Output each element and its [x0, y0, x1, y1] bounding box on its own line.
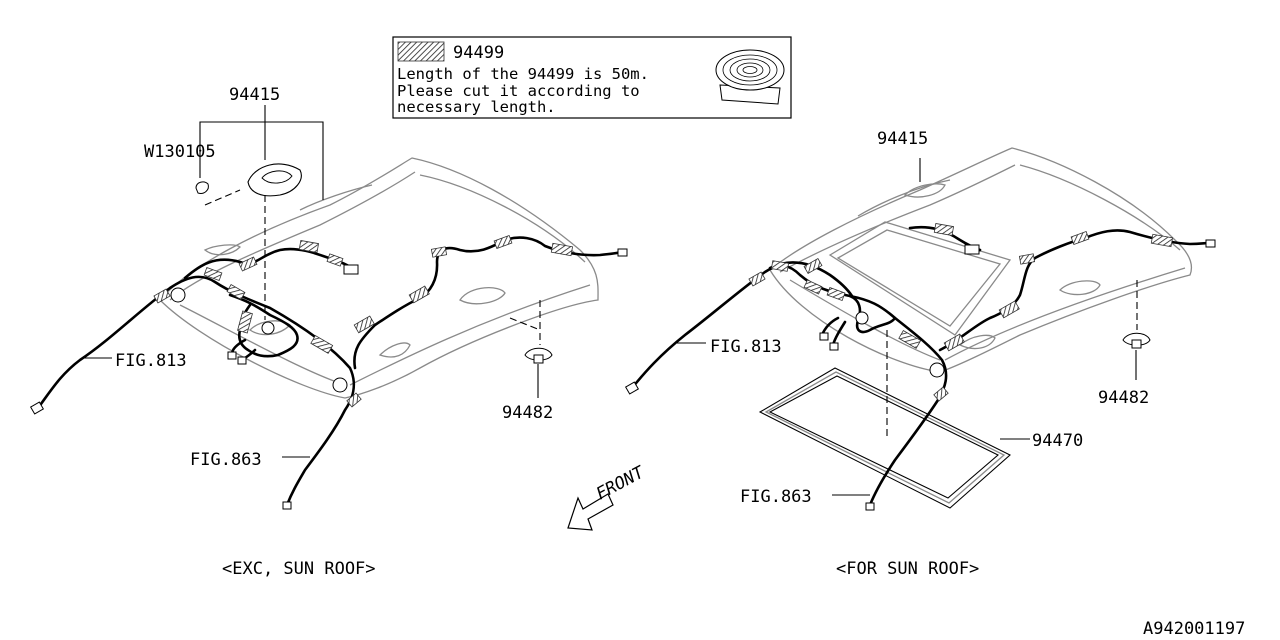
left-roof-assembly [29, 105, 628, 510]
right-94482-label: 94482 [1098, 388, 1149, 408]
right-fig863-label: FIG.863 [740, 487, 812, 507]
tape-roll-icon [715, 49, 785, 105]
sunroof-opening [828, 221, 1012, 336]
left-94482-label: 94482 [502, 403, 553, 423]
left-tape-pieces [153, 234, 574, 408]
left-94482-clip [524, 347, 553, 361]
tape-note-line-3: necessary length. [397, 98, 556, 116]
tape-note-line-1: Length of the 94499 is 50m. [397, 65, 649, 83]
tape-swatch-icon [397, 41, 445, 62]
left-94415-bracket [247, 163, 302, 197]
w130105-label: W130105 [144, 142, 216, 162]
left-roof-outline [159, 157, 599, 399]
diagram-id: A942001197 [1143, 619, 1245, 639]
right-94415-label: 94415 [877, 129, 928, 149]
right-tape-pieces [748, 223, 1174, 402]
tape-part-number: 94499 [453, 43, 504, 63]
p94470-label: 94470 [1032, 431, 1083, 451]
right-fig813-label: FIG.813 [710, 337, 782, 357]
left-fig813-label: FIG.813 [115, 351, 187, 371]
right-roof-assembly [624, 147, 1216, 511]
right-94482-clip [1122, 332, 1151, 346]
left-94415-label: 94415 [229, 85, 280, 105]
left-caption: <EXC, SUN ROOF> [222, 559, 376, 579]
tape-note-box: 94499 Length of the 94499 is 50m. Please… [392, 36, 792, 119]
tape-note-line-2: Please cut it according to [397, 82, 640, 100]
front-arrow-label: FRONT [593, 462, 649, 505]
left-main-harness [36, 275, 356, 507]
right-caption: <FOR SUN ROOF> [836, 559, 979, 579]
left-fig863-label: FIG.863 [190, 450, 262, 470]
left-w130105-clip [195, 181, 209, 194]
right-main-harness [630, 264, 948, 507]
front-arrow-icon: FRONT [567, 462, 649, 531]
